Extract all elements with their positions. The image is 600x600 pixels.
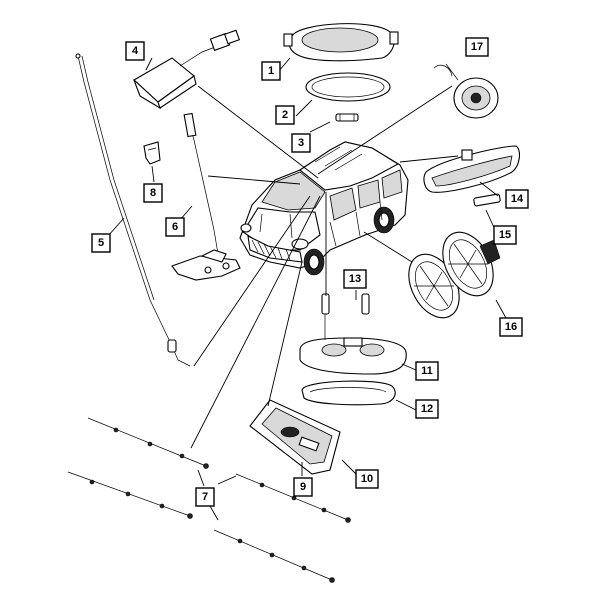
- callout-8-label: 8: [150, 187, 156, 199]
- bulb-part-15: [473, 193, 501, 207]
- callout-6: 6: [165, 217, 185, 237]
- callout-17-label: 17: [471, 41, 483, 53]
- bulbs-part-13: [321, 293, 370, 340]
- callout-12-label: 12: [421, 403, 433, 415]
- dome-lamp-lens: [305, 72, 391, 102]
- callout-9-label: 9: [300, 481, 306, 493]
- callout-12: 12: [415, 399, 439, 419]
- minivan-illustration: [239, 141, 409, 276]
- callout-15: 15: [493, 225, 517, 245]
- callout-16-label: 16: [505, 321, 517, 333]
- callout-15-label: 15: [499, 229, 511, 241]
- antenna-cable: [75, 53, 191, 367]
- callout-7: 7: [195, 487, 215, 507]
- callout-13: 13: [343, 269, 367, 289]
- dome-lamp-housing: [283, 23, 399, 62]
- callout-7-label: 7: [202, 491, 208, 503]
- overhead-console: [249, 399, 341, 475]
- leader-lines: [107, 57, 507, 521]
- round-lamp-set: [408, 231, 501, 319]
- callout-5-label: 5: [98, 237, 104, 249]
- callout-13-label: 13: [349, 273, 361, 285]
- callout-3: 3: [291, 133, 311, 153]
- callout-10-label: 10: [361, 473, 373, 485]
- callout-5: 5: [91, 233, 111, 253]
- clip-part-8: [143, 141, 161, 165]
- callout-4-label: 4: [132, 45, 139, 57]
- callout-1-label: 1: [268, 65, 274, 77]
- callout-11-label: 11: [421, 365, 433, 377]
- bulb-part-3: [335, 113, 359, 122]
- coil-assembly: [433, 63, 499, 119]
- callout-11: 11: [415, 361, 439, 381]
- electronic-module: [133, 29, 241, 110]
- reading-lamp-lens: [301, 380, 396, 406]
- antenna-mount: [171, 112, 241, 281]
- callout-16: 16: [499, 317, 523, 337]
- callout-8: 8: [143, 183, 163, 203]
- callout-1: 1: [261, 61, 281, 81]
- cargo-lamp: [423, 145, 521, 193]
- callout-3-label: 3: [298, 137, 304, 149]
- wire-harness-set: [67, 417, 351, 583]
- callout-9: 9: [293, 477, 313, 497]
- callout-2: 2: [275, 105, 295, 125]
- reading-lamp-assembly: [299, 337, 407, 375]
- callout-10: 10: [355, 469, 379, 489]
- callout-2-label: 2: [282, 109, 288, 121]
- callout-17: 17: [465, 37, 489, 57]
- callout-4: 4: [125, 41, 145, 61]
- callout-6-label: 6: [172, 221, 178, 233]
- callout-14-label: 14: [511, 193, 524, 205]
- callout-14: 14: [505, 189, 529, 209]
